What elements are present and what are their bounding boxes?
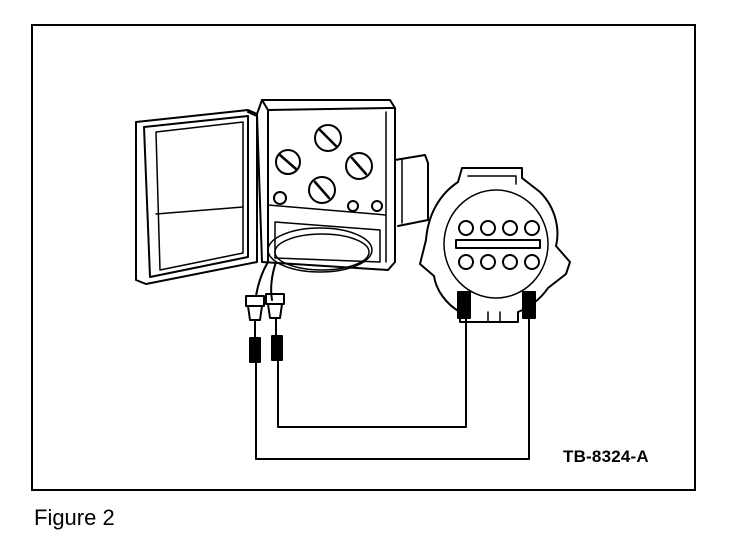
figure-caption: Figure 2 <box>34 505 115 530</box>
meter-illustration <box>135 99 429 363</box>
test-lead-wires <box>255 317 530 460</box>
meter-body <box>256 99 429 271</box>
outer-test-lead <box>255 317 530 460</box>
inner-test-lead <box>277 317 467 428</box>
meter-probes <box>245 293 285 363</box>
meter-lid <box>135 109 258 285</box>
figure-frame <box>31 24 696 491</box>
meter-lead-coil <box>255 227 373 301</box>
figure-reference-code: TB-8324-A <box>563 447 649 466</box>
connector-illustration <box>419 167 571 323</box>
meter-knobs <box>273 124 383 212</box>
